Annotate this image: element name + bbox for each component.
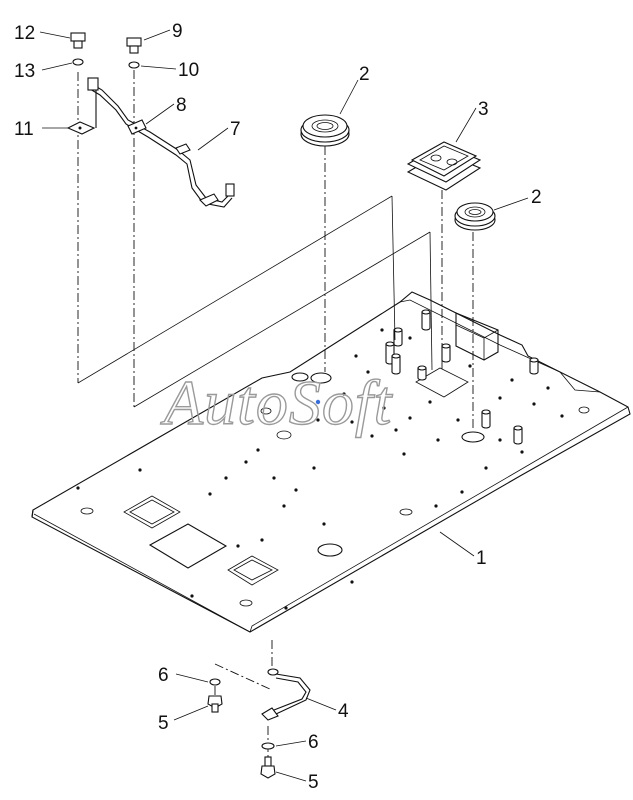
wire-harness-7: [87, 77, 235, 208]
callout-2-right: 2: [531, 187, 542, 208]
callout-7: 7: [230, 119, 241, 140]
watermark: AutoSoft: [160, 367, 394, 438]
assembly-lines: [77, 70, 474, 760]
clamp-11: [66, 121, 96, 135]
plate-studs: [385, 309, 539, 445]
callout-6-bottom: 6: [308, 732, 319, 753]
washer-10: [128, 61, 140, 69]
washer-13: [72, 58, 84, 66]
callout-5-top: 5: [158, 713, 169, 734]
ground-cable-4: [261, 668, 311, 721]
grommet-2-right: [454, 202, 496, 231]
washer-6-top: [209, 678, 221, 686]
watermark-dot: [315, 399, 321, 405]
floor-plate: [31, 291, 631, 633]
callout-9: 9: [172, 21, 183, 42]
grommet-2-left: [300, 114, 350, 147]
callout-labels: 12 9 13 10 11 8 7 2 3 2 1 6 5 4 6 5: [14, 21, 542, 793]
washer-6-bottom: [261, 742, 275, 750]
callout-3: 3: [478, 99, 489, 120]
bolt-9: [126, 37, 142, 54]
callout-13: 13: [14, 61, 35, 82]
bolt-5-bottom: [260, 756, 276, 779]
callout-5-bottom: 5: [308, 772, 319, 793]
callout-12: 12: [14, 23, 35, 44]
callout-6-top: 6: [158, 665, 169, 686]
clip-8: [127, 119, 147, 135]
callout-8: 8: [176, 95, 187, 116]
bolt-5-top: [207, 695, 223, 713]
callout-4: 4: [338, 701, 349, 722]
plate-holes: [76, 328, 564, 610]
callout-11: 11: [14, 119, 34, 140]
grommet-3: [406, 141, 482, 191]
callout-2-left: 2: [359, 64, 370, 85]
leader-lines: [39, 29, 529, 782]
callout-10: 10: [178, 60, 199, 81]
bolt-12: [70, 32, 86, 49]
callout-1: 1: [476, 548, 487, 569]
